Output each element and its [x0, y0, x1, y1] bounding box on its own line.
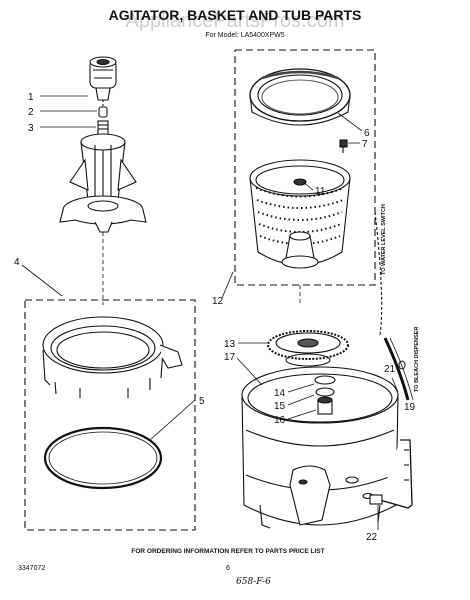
model-subtitle: For Model: LA5400XPW5 — [205, 32, 284, 39]
outer-tub-group — [241, 211, 414, 529]
callout-13: 13 — [224, 339, 236, 350]
agitator-pin — [98, 100, 108, 118]
callout-7: 7 — [362, 139, 368, 150]
callout-4: 4 — [14, 257, 20, 268]
tub-seal-parts — [314, 375, 336, 415]
group-box-left — [24, 299, 196, 531]
diagram-title: AGITATOR, BASKET AND TUB PARTS — [109, 7, 362, 23]
tub-ring — [42, 316, 183, 398]
agitator-group — [59, 56, 147, 305]
balance-ring — [249, 68, 351, 126]
callout-1: 1 — [28, 92, 34, 103]
callout-22: 22 — [366, 532, 378, 543]
page-number: 6 — [226, 565, 230, 572]
bleach-dispenser-label: TO BLEACH DISPENSER — [414, 327, 420, 392]
tub-ring-gasket — [43, 426, 163, 490]
water-level-tube — [374, 211, 383, 336]
callout-12: 12 — [212, 296, 224, 307]
agitator-body — [59, 133, 147, 233]
callout-19: 19 — [404, 402, 416, 413]
callout-11: 11 — [315, 186, 326, 197]
callout-16: 16 — [274, 415, 286, 426]
callout-17: 17 — [224, 352, 236, 363]
water-level-label: TO WATER LEVEL SWITCH — [381, 204, 387, 275]
watermark-text: AppliancePartsPros.com — [126, 10, 345, 32]
bleach-o-ring — [398, 360, 406, 370]
outer-tub — [241, 366, 399, 529]
callout-5: 5 — [199, 396, 205, 407]
group-box-right — [234, 49, 376, 286]
fill-hose — [369, 439, 413, 509]
leader-lines — [21, 95, 399, 530]
drain-hose — [383, 337, 414, 401]
callout-21: 21 — [384, 364, 396, 375]
handwritten-code: 658-F-6 — [236, 577, 271, 587]
agitator-spline — [97, 120, 109, 136]
basket-drive-plate — [267, 330, 349, 367]
basket-group — [234, 49, 376, 305]
wash-basket — [249, 159, 351, 269]
tub-ring-group — [24, 299, 196, 531]
agitator-cap — [89, 56, 117, 101]
callout-3: 3 — [28, 123, 34, 134]
callout-6: 6 — [364, 128, 370, 139]
callout-14: 14 — [274, 388, 286, 399]
callout-2: 2 — [28, 107, 34, 118]
ordering-note: FOR ORDERING INFORMATION REFER TO PARTS … — [131, 548, 324, 555]
document-number: 3347072 — [18, 565, 45, 572]
callout-15: 15 — [274, 401, 286, 412]
basket-screw — [339, 139, 348, 153]
